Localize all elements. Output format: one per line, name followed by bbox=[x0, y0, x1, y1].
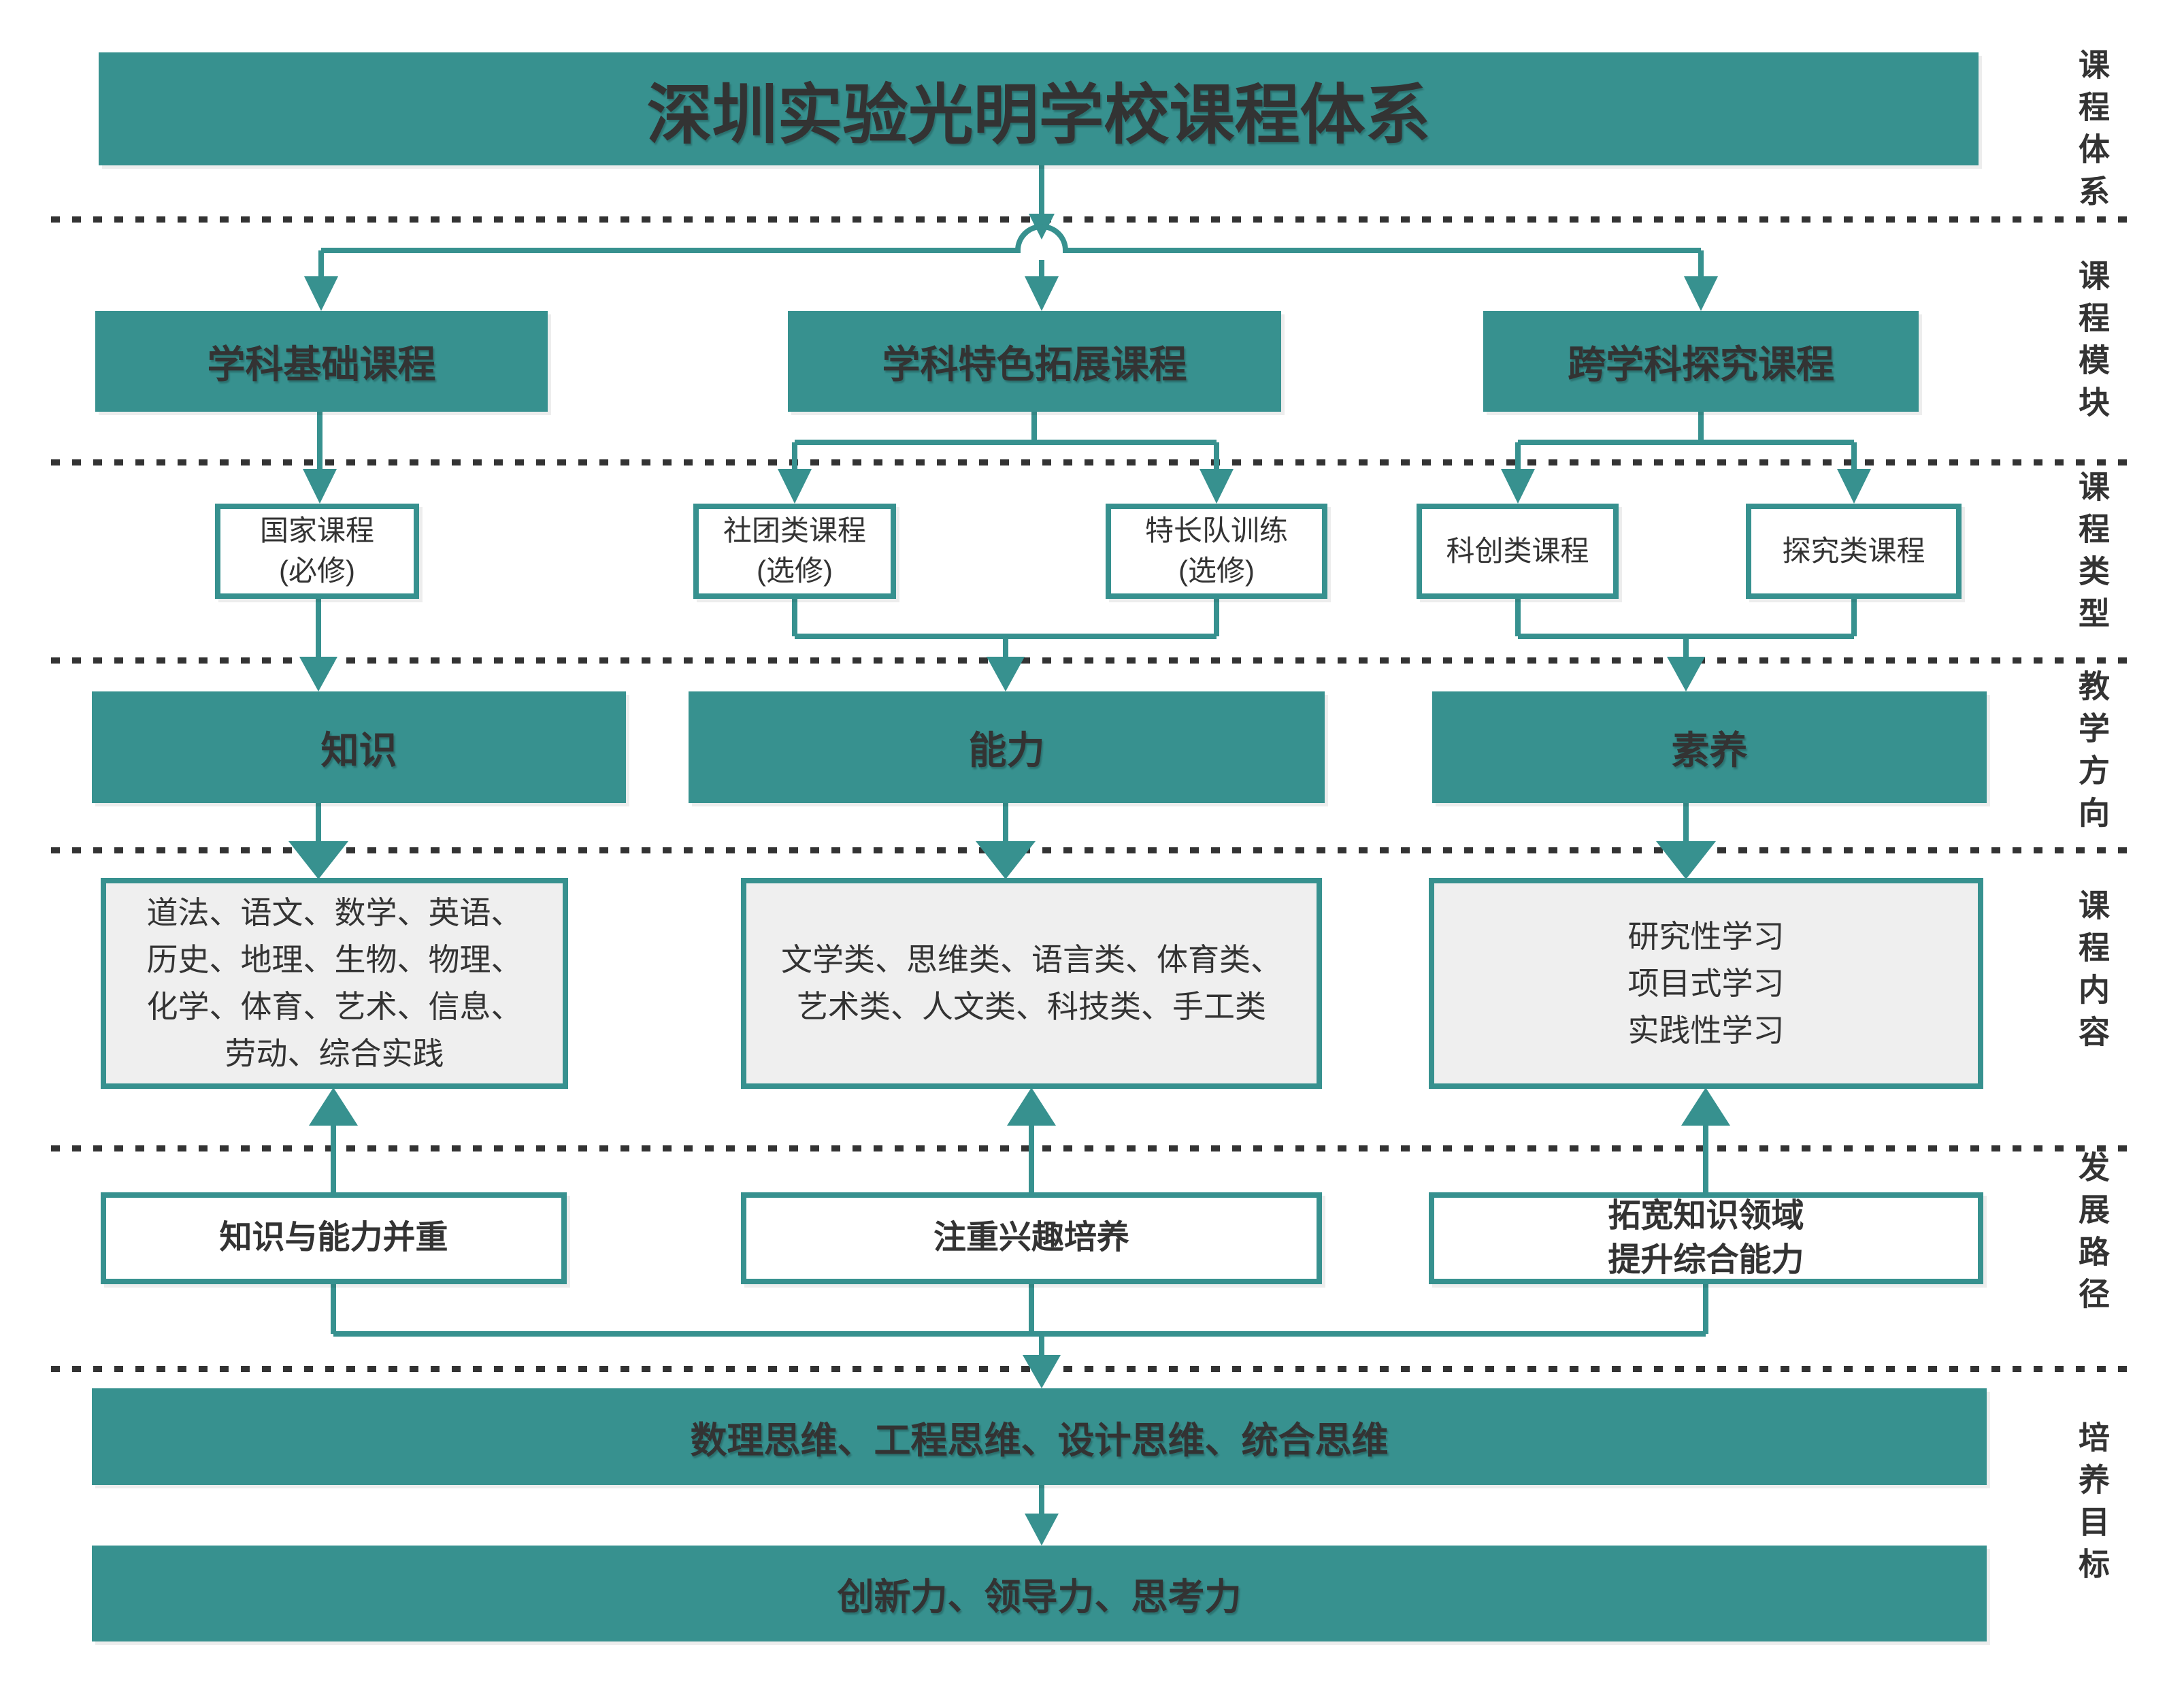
direction-bar-literacy: 素养 bbox=[1432, 691, 1987, 803]
direction-label: 知识 bbox=[320, 728, 397, 772]
path-label: 注重兴趣培养 bbox=[933, 1220, 1129, 1256]
type-label: 探究类课程 bbox=[1782, 534, 1925, 567]
content-box-learning-modes: 研究性学习 项目式学习 实践性学习 bbox=[1429, 878, 1983, 1089]
page-title-text: 深圳实验光明学校课程体系 bbox=[646, 78, 1431, 152]
page-title: 深圳实验光明学校课程体系 bbox=[99, 52, 1979, 165]
side-label-training-goal: 培养目标 bbox=[2074, 1421, 2110, 1590]
type-box-sci-tech-course: 科创类课程 bbox=[1417, 504, 1619, 599]
type-box-club-course: 社团类课程 (选修) bbox=[693, 504, 896, 599]
content-box-basic-subjects: 道法、语文、数学、英语、 历史、地理、生物、物理、 化学、体育、艺术、信息、 劳… bbox=[101, 878, 568, 1089]
goal-bar-abilities: 创新力、领导力、思考力 bbox=[92, 1546, 1987, 1641]
goal-label: 数理思维、工程思维、设计思维、统合思维 bbox=[690, 1420, 1389, 1461]
connector-types-to-directions bbox=[299, 599, 1857, 691]
path-box-broaden-improve: 拓宽知识领域 提升综合能力 bbox=[1429, 1192, 1983, 1284]
side-label-course-types: 课程类型 bbox=[2074, 470, 2110, 639]
path-label: 知识与能力并重 bbox=[219, 1220, 448, 1256]
separator-line-1 bbox=[51, 216, 2136, 223]
content-text: 研究性学习 项目式学习 实践性学习 bbox=[1627, 918, 1785, 1048]
side-label-development-path: 发展路径 bbox=[2074, 1151, 2110, 1320]
module-box-interdisciplinary: 跨学科探究课程 bbox=[1483, 311, 1919, 412]
separator-line-6 bbox=[51, 1366, 2136, 1372]
type-box-special-team-training: 特长队训练 (选修) bbox=[1106, 504, 1327, 599]
goal-label: 创新力、领导力、思考力 bbox=[837, 1577, 1242, 1618]
direction-label: 能力 bbox=[968, 728, 1045, 772]
type-box-inquiry-course: 探究类课程 bbox=[1746, 504, 1962, 599]
module-label: 学科特色拓展课程 bbox=[882, 342, 1187, 386]
connector-modules-to-types bbox=[303, 412, 1871, 504]
module-box-subject-extension: 学科特色拓展课程 bbox=[788, 311, 1281, 412]
direction-label: 素养 bbox=[1671, 728, 1748, 772]
path-box-knowledge-ability: 知识与能力并重 bbox=[101, 1192, 567, 1284]
separator-line-2 bbox=[51, 459, 2136, 465]
side-label-teaching-direction: 教学方向 bbox=[2074, 670, 2110, 838]
content-text: 道法、语文、数学、英语、 历史、地理、生物、物理、 化学、体育、艺术、信息、 劳… bbox=[146, 895, 523, 1071]
content-text: 文学类、思维类、语言类、体育类、 艺术类、人文类、科技类、手工类 bbox=[781, 942, 1282, 1024]
connector-title-to-modules bbox=[304, 165, 1718, 311]
separator-line-4 bbox=[51, 847, 2136, 853]
direction-bar-ability: 能力 bbox=[689, 691, 1325, 803]
path-label: 拓宽知识领域 提升综合能力 bbox=[1608, 1197, 1804, 1278]
side-label-curriculum-system: 课程体系 bbox=[2074, 48, 2110, 217]
type-label: 特长队训练 (选修) bbox=[1144, 514, 1288, 587]
side-label-course-content: 课程内容 bbox=[2074, 889, 2110, 1058]
separator-line-5 bbox=[51, 1145, 2136, 1151]
module-label: 学科基础课程 bbox=[207, 342, 436, 386]
direction-bar-knowledge: 知识 bbox=[92, 691, 626, 803]
connector-directions-to-contents bbox=[288, 803, 1716, 879]
type-label: 科创类课程 bbox=[1446, 534, 1589, 567]
content-box-club-categories: 文学类、思维类、语言类、体育类、 艺术类、人文类、科技类、手工类 bbox=[741, 878, 1322, 1089]
connector-goal1-to-goal2 bbox=[1025, 1485, 1059, 1546]
module-label: 跨学科探究课程 bbox=[1568, 342, 1834, 386]
path-box-interest: 注重兴趣培养 bbox=[741, 1192, 1322, 1284]
connector-paths-to-goals bbox=[331, 1284, 1708, 1388]
goal-bar-thinking: 数理思维、工程思维、设计思维、统合思维 bbox=[92, 1388, 1987, 1485]
separator-line-3 bbox=[51, 657, 2136, 664]
side-label-course-modules: 课程模块 bbox=[2074, 259, 2110, 428]
connector-paths-to-contents bbox=[309, 1088, 1730, 1192]
type-label: 社团类课程 (选修) bbox=[723, 514, 866, 587]
type-label: 国家课程 (必修) bbox=[259, 514, 374, 587]
type-box-national-course: 国家课程 (必修) bbox=[215, 504, 419, 599]
module-box-subject-basic: 学科基础课程 bbox=[95, 311, 548, 412]
